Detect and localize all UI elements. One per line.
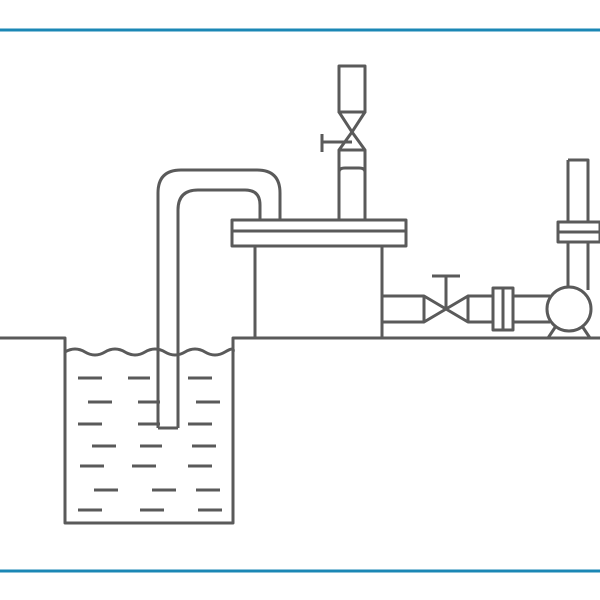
water-surface (64, 347, 235, 357)
flange-to-pump-pipe (513, 294, 550, 324)
water-ripples (78, 376, 222, 512)
pump-base (546, 325, 592, 339)
gate-valve (422, 294, 470, 324)
centrifugal-pump (545, 285, 593, 333)
ground-line (0, 336, 600, 525)
pump-tank (253, 244, 384, 340)
vertical-valve-bottom-pipe (337, 150, 367, 220)
horizontal-discharge-pipe (380, 294, 493, 338)
tank-flange (230, 218, 408, 248)
vertical-valve-top-pipe (337, 64, 367, 114)
suction-pipe (156, 168, 282, 430)
pump-riser-pipe (566, 158, 590, 290)
vertical-valve (337, 110, 367, 152)
line-art-group (0, 64, 600, 525)
